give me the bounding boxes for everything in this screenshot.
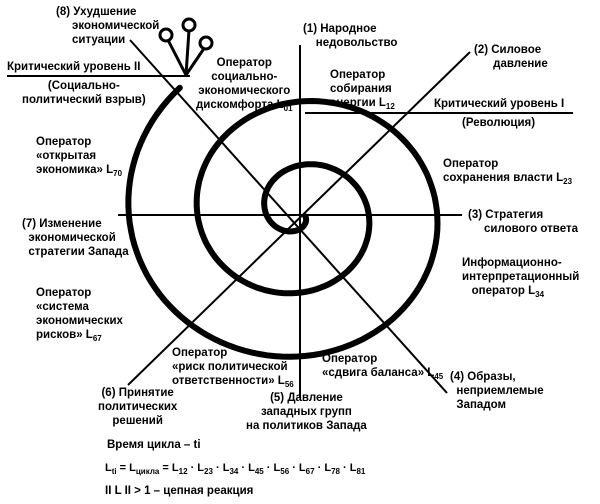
formula-subscript: цикла (135, 467, 160, 476)
critical-level-1-note: (Революция) (462, 117, 536, 129)
formula-subscript: 81 (356, 467, 366, 476)
node-8-label: (8) Ухудшение экономической ситуации (56, 6, 160, 46)
formula-term: = L (159, 462, 179, 474)
formula-subscript: 34 (229, 467, 239, 476)
formula-subscript: ti (111, 467, 117, 476)
formula-term: · L (339, 462, 357, 474)
node-1-label: (1) Народное недовольство (303, 23, 398, 49)
node-7-label: (7) Изменение экономической стратегии За… (22, 218, 129, 258)
critical-level-1-label: Критический уровень I (434, 98, 565, 110)
formula-term: · L (263, 462, 281, 474)
formula-subscript: 23 (204, 467, 213, 476)
formula-term: · L (187, 462, 205, 474)
formula-subscript: 12 (178, 467, 188, 476)
formula-term: · L (212, 462, 230, 474)
node-2-label: (2) Силовое давление (474, 44, 548, 70)
formula-term: = L (116, 462, 136, 474)
node-3-label: (3) Стратегия силового ответа (468, 209, 578, 235)
axis-8-4 (129, 39, 448, 394)
axis-2-6 (127, 51, 471, 386)
formula-equation: Lti = Lцикла = L12 · L23 · L34 · L45 · L… (105, 461, 366, 476)
formula-condition: II L II > 1 – цепная реакция (105, 485, 254, 497)
spiral-curve (125, 84, 441, 360)
formula-term: · L (289, 462, 306, 474)
critical-level-2-note: (Социально-политический взрыв) (22, 80, 146, 106)
formula-term: L (105, 462, 112, 474)
formula-term: · L (314, 462, 332, 474)
formula-term: · L (238, 462, 255, 474)
formula-subscript: 45 (254, 467, 264, 476)
operator-l34: Информационно-интерпретационный оператор… (462, 257, 580, 299)
node-4-label: (4) Образы, неприемлемые Западом (450, 371, 544, 411)
operator-l45: Оператор«сдвига баланса» L45 (322, 353, 444, 381)
critical-level-2-label: Критический уровень II (7, 61, 141, 73)
formula-subscript: 56 (280, 467, 290, 476)
flower-icon (158, 17, 214, 76)
formula-title: Время цикла – ti (107, 439, 201, 451)
formula-subscript: 78 (331, 467, 340, 476)
formula-subscript: 67 (305, 467, 315, 476)
